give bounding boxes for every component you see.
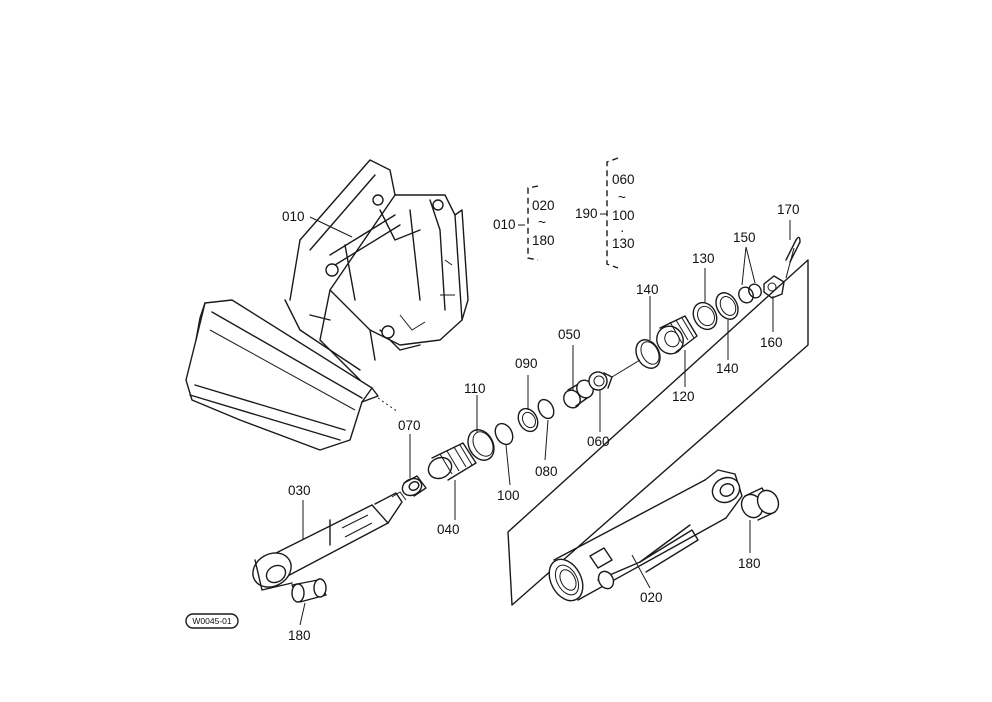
callout-060: 060 <box>587 434 610 449</box>
group-010-to: 180 <box>532 233 555 248</box>
callout-110: 110 <box>464 381 486 396</box>
callout-120: 120 <box>672 389 695 404</box>
callout-040: 040 <box>437 522 460 537</box>
group-190-parent: 190 <box>575 206 598 221</box>
group-010-bracket: 010 020 ~ 180 <box>493 185 555 261</box>
callout-140-top: 140 <box>636 282 659 297</box>
leader-lines <box>299 216 791 626</box>
group-190-to: 130 <box>612 236 635 251</box>
callout-150: 150 <box>733 230 756 245</box>
callout-170: 170 <box>777 202 800 217</box>
group-190-from: 060 <box>612 172 635 187</box>
bushing-180-left <box>291 578 327 603</box>
group-010-parent: 010 <box>493 217 516 232</box>
group-010-from: 020 <box>532 198 555 213</box>
callout-180-right: 180 <box>738 556 761 571</box>
group-190-dot: · <box>620 223 625 238</box>
group-190-mid: 100 <box>612 208 635 223</box>
piston-parts <box>401 371 613 497</box>
callout-160: 160 <box>760 335 783 350</box>
callout-090: 090 <box>515 356 538 371</box>
drawing-code-badge: W0045-01 <box>185 613 239 629</box>
callout-080: 080 <box>535 464 558 479</box>
gland-parts <box>611 236 801 378</box>
group-190-tilde: ~ <box>618 190 626 205</box>
callout-070: 070 <box>398 418 421 433</box>
group-010-tilde: ~ <box>538 215 546 230</box>
group-190-bracket: 190 060 ~ 100 · 130 <box>575 157 635 269</box>
piston-rod-030 <box>252 491 407 591</box>
callout-180-left: 180 <box>288 628 311 643</box>
callout-labels: 010 030 070 040 110 100 090 080 050 060 … <box>282 202 800 643</box>
callout-030: 030 <box>288 483 311 498</box>
callout-050: 050 <box>558 327 581 342</box>
callout-140-bottom: 140 <box>716 361 739 376</box>
cylinder-tube-020 <box>507 259 809 606</box>
callout-010: 010 <box>282 209 305 224</box>
drawing-code-text: W0045-01 <box>192 616 231 626</box>
callout-020: 020 <box>640 590 663 605</box>
callout-130: 130 <box>692 251 715 266</box>
loader-assembly-drawing <box>185 159 469 451</box>
callout-100: 100 <box>497 488 520 503</box>
